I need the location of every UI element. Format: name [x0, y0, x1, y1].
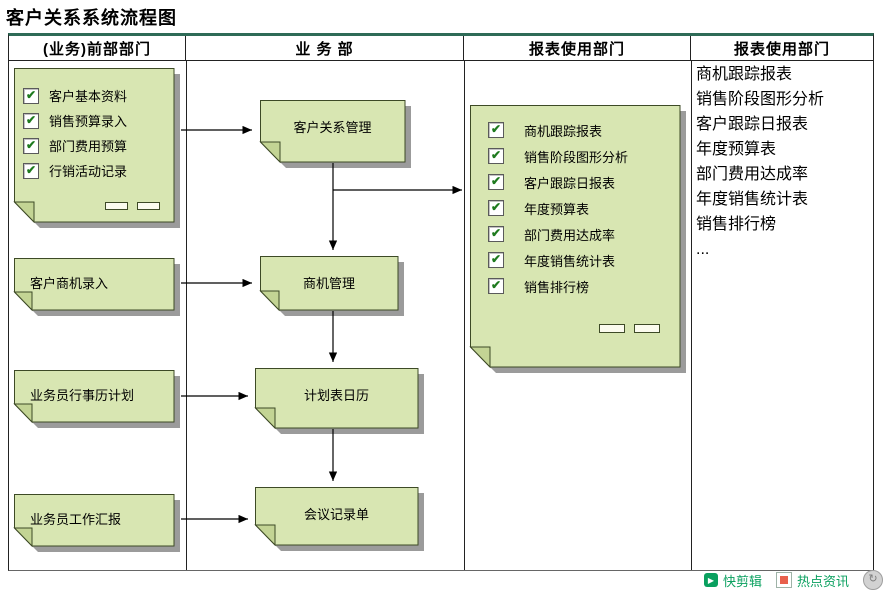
lane-header-report-users-1: 报表使用部门 [464, 36, 691, 60]
note-salesman-work-report: 业务员工作汇报 [13, 494, 180, 552]
checklist-item: ✔ 商机跟踪报表 [488, 117, 680, 143]
checklist-item-label: 商机跟踪报表 [524, 123, 603, 139]
report-name: 客户跟踪日报表 [696, 116, 809, 133]
checklist-item-label: 销售阶段图形分析 [524, 149, 629, 165]
checklist-item-label: 年度预算表 [524, 201, 590, 217]
lane-header-report-users-2: 报表使用部门 [733, 40, 830, 58]
report-name: 商机跟踪报表 [696, 66, 793, 83]
report-name: 年度销售统计表 [696, 191, 809, 208]
checklist-item: ✔ 销售排行榜 [488, 273, 680, 299]
note-label: 计划表日历 [303, 388, 369, 403]
mini-bar-icon [137, 202, 160, 210]
checklist-item: ✔ 行销活动记录 [23, 158, 174, 183]
lane-divider [464, 60, 465, 570]
lane-divider [186, 60, 187, 570]
checklist-item: ✔ 销售预算录入 [23, 108, 174, 133]
note-salesman-schedule-plan: 业务员行事历计划 [13, 370, 180, 428]
note-meeting-record: 会议记录单 [254, 487, 424, 551]
checklist-item: ✔ 年度预算表 [488, 195, 680, 221]
checked-checkbox-icon: ✔ [23, 87, 39, 104]
note-label: 业务员行事历计划 [30, 388, 135, 403]
checklist-item-label: 客户跟踪日报表 [524, 175, 616, 191]
checklist-item: ✔ 客户基本资料 [23, 83, 174, 108]
page-title: 客户关系系统流程图 [6, 8, 177, 28]
mini-bars [105, 202, 160, 210]
report-name: 销售阶段图形分析 [696, 91, 825, 108]
mini-bar-icon [105, 202, 128, 210]
swimlane-header-row: (业务)前部部门 业 务 部 报表使用部门 报表使用部门 [9, 36, 873, 61]
note-label: 客户商机录入 [30, 276, 109, 291]
note-label: 商机管理 [302, 276, 355, 291]
quick-clip-icon: ▶ [703, 573, 718, 587]
hot-news-label: 热点资讯 [796, 573, 849, 589]
note-opportunity-management: 商机管理 [259, 256, 404, 316]
mini-bar-icon [634, 324, 660, 333]
note-input-documents: ✔ 客户基本资料 ✔ 销售预算录入 ✔ 部门费用预算 ✔ 行销活动记录 [13, 68, 180, 228]
lane-header-business-department: 业 务 部 [186, 36, 464, 60]
hot-news-icon [775, 572, 792, 588]
report-name: 销售排行榜 [696, 216, 777, 233]
mini-bar-icon [599, 324, 625, 333]
checklist-item-label: 部门费用达成率 [524, 227, 616, 243]
checklist-item-label: 客户基本资料 [49, 89, 128, 104]
checklist-item-label: 年度销售统计表 [524, 253, 616, 269]
report-name: ... [696, 241, 710, 258]
checklist-item-label: 销售排行榜 [524, 279, 590, 295]
note-customer-opportunity-entry: 客户商机录入 [13, 258, 180, 316]
lane-header-front-departments: (业务)前部部门 [9, 36, 186, 60]
checked-checkbox-icon: ✔ [488, 148, 504, 164]
checked-checkbox-icon: ✔ [23, 112, 39, 129]
checklist-item-label: 部门费用预算 [49, 139, 128, 154]
note-plan-calendar: 计划表日历 [254, 368, 424, 434]
note-label: 客户关系管理 [293, 120, 372, 135]
checked-checkbox-icon: ✔ [488, 174, 504, 190]
note-crm-management: 客户关系管理 [259, 100, 411, 168]
quick-clip-button[interactable]: ▶ 快剪辑 [703, 571, 762, 590]
mini-bars [599, 324, 660, 333]
checklist-item: ✔ 部门费用达成率 [488, 221, 680, 247]
note-report-output: ✔ 商机跟踪报表 ✔ 销售阶段图形分析 ✔ 客户跟踪日报表 ✔ 年度预算表 ✔ … [469, 105, 686, 373]
checklist-item-label: 行销活动记录 [49, 164, 128, 179]
checked-checkbox-icon: ✔ [23, 137, 39, 154]
checked-checkbox-icon: ✔ [488, 226, 504, 242]
checklist-item: ✔ 年度销售统计表 [488, 247, 680, 273]
report-name: 部门费用达成率 [696, 166, 809, 183]
overlay-taskbar: ▶ 快剪辑 热点资讯 ↻ [703, 570, 883, 590]
quick-clip-label: 快剪辑 [722, 573, 762, 589]
report-name-list: 商机跟踪报表 销售阶段图形分析 客户跟踪日报表 年度预算表 部门费用达成率 年度… [696, 62, 872, 262]
note-label: 会议记录单 [303, 507, 369, 522]
lane-divider [691, 60, 692, 570]
checked-checkbox-icon: ✔ [488, 252, 504, 268]
checked-checkbox-icon: ✔ [488, 200, 504, 216]
checklist-item: ✔ 客户跟踪日报表 [488, 169, 680, 195]
hot-news-button[interactable]: 热点资讯 [775, 571, 849, 590]
checked-checkbox-icon: ✔ [488, 278, 504, 294]
swimlane-table: (业务)前部部门 业 务 部 报表使用部门 报表使用部门 [8, 33, 874, 571]
checklist-item: ✔ 部门费用预算 [23, 133, 174, 158]
report-name: 年度预算表 [696, 141, 777, 158]
floating-widget-icon[interactable]: ↻ [863, 570, 883, 590]
checklist-item: ✔ 销售阶段图形分析 [488, 143, 680, 169]
checked-checkbox-icon: ✔ [488, 122, 504, 138]
checklist-item-label: 销售预算录入 [49, 114, 128, 129]
note-label: 业务员工作汇报 [30, 512, 122, 527]
checked-checkbox-icon: ✔ [23, 162, 39, 179]
